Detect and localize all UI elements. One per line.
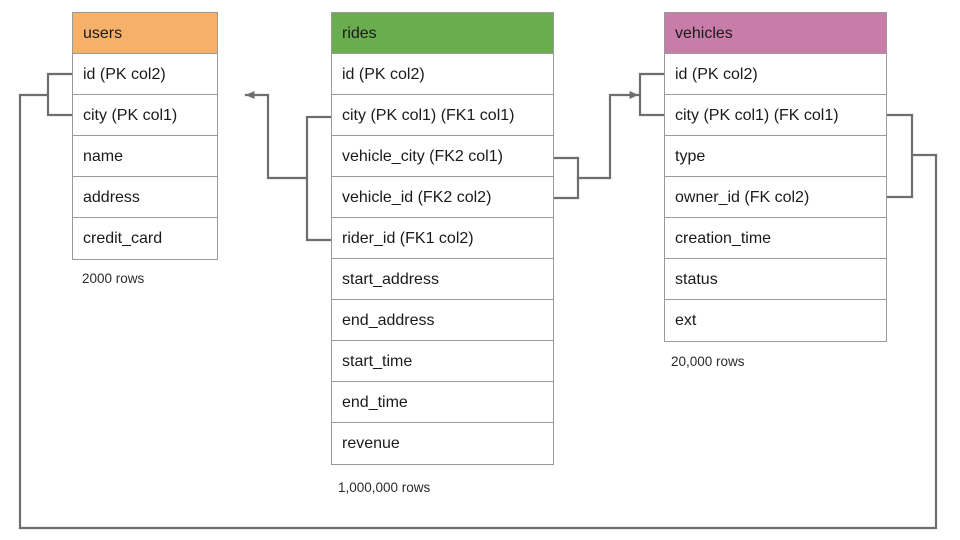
table-vehicles-column-owner-id[interactable]: owner_id (FK col2) — [665, 177, 886, 218]
table-vehicles-column-city[interactable]: city (PK col1) (FK col1) — [665, 95, 886, 136]
rides-fk2-to-vehicles-line — [576, 91, 640, 180]
table-users-column-city[interactable]: city (PK col1) — [73, 95, 217, 136]
table-vehicles-column-type[interactable]: type — [665, 136, 886, 177]
table-users-row-count: 2000 rows — [82, 271, 145, 286]
table-rides-row-count: 1,000,000 rows — [338, 480, 431, 495]
table-vehicles-header: vehicles — [665, 13, 886, 54]
table-rides-column-city[interactable]: city (PK col1) (FK1 col1) — [332, 95, 553, 136]
table-rides-column-start-address[interactable]: start_address — [332, 259, 553, 300]
rides-fk1-bracket — [305, 115, 333, 242]
table-rides-column-end-time[interactable]: end_time — [332, 382, 553, 423]
table-users-column-credit-card[interactable]: credit_card — [73, 218, 217, 259]
vehicles-key-bracket-left — [638, 72, 666, 117]
rides-fk1-to-users-line — [244, 91, 309, 180]
table-rides-header: rides — [332, 13, 553, 54]
table-rides-column-end-address[interactable]: end_address — [332, 300, 553, 341]
table-rides-column-id[interactable]: id (PK col2) — [332, 54, 553, 95]
table-users-header: users — [73, 13, 217, 54]
table-rides-column-start-time[interactable]: start_time — [332, 341, 553, 382]
users-key-bracket — [46, 72, 74, 117]
table-rides-column-revenue[interactable]: revenue — [332, 423, 553, 464]
table-vehicles[interactable]: vehicles id (PK col2) city (PK col1) (FK… — [664, 12, 887, 342]
table-vehicles-column-creation-time[interactable]: creation_time — [665, 218, 886, 259]
table-users-column-address[interactable]: address — [73, 177, 217, 218]
table-users-column-name[interactable]: name — [73, 136, 217, 177]
table-users-column-id[interactable]: id (PK col2) — [73, 54, 217, 95]
table-vehicles-column-status[interactable]: status — [665, 259, 886, 300]
vehicles-fk-bracket-right — [885, 113, 914, 199]
table-vehicles-column-id[interactable]: id (PK col2) — [665, 54, 886, 95]
table-users[interactable]: users id (PK col2) city (PK col1) name a… — [72, 12, 218, 260]
table-rides[interactable]: rides id (PK col2) city (PK col1) (FK1 c… — [331, 12, 554, 465]
table-rides-column-vehicle-city[interactable]: vehicle_city (FK2 col1) — [332, 136, 553, 177]
table-vehicles-row-count: 20,000 rows — [671, 354, 745, 369]
table-rides-column-vehicle-id[interactable]: vehicle_id (FK2 col2) — [332, 177, 553, 218]
rides-fk2-bracket — [552, 156, 580, 200]
table-vehicles-column-ext[interactable]: ext — [665, 300, 886, 341]
table-rides-column-rider-id[interactable]: rider_id (FK1 col2) — [332, 218, 553, 259]
